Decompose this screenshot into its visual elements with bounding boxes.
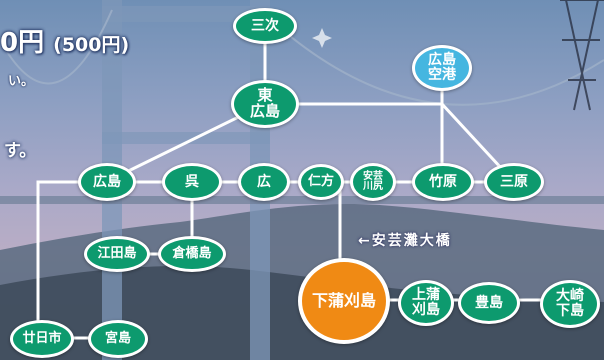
node-shimokamagari[interactable]: 下蒲刈島 <box>298 258 390 344</box>
node-kure[interactable]: 呉 <box>162 163 222 201</box>
node-hatsukaichi[interactable]: 廿日市 <box>10 320 74 358</box>
node-miyajima[interactable]: 宮島 <box>88 320 148 358</box>
node-mihara[interactable]: 三原 <box>484 163 544 201</box>
akinada-bridge-label: ←安芸灘大橋 <box>358 233 452 249</box>
node-etajima[interactable]: 江田島 <box>84 236 150 272</box>
node-nikata[interactable]: 仁方 <box>298 164 344 200</box>
node-hiro[interactable]: 広 <box>238 163 290 201</box>
caption-fragment-2: す。 <box>4 141 37 161</box>
node-osakishimojima[interactable]: 大崎 下島 <box>540 280 600 328</box>
node-kurahashijima[interactable]: 倉橋島 <box>158 236 226 272</box>
node-hiroshima[interactable]: 広島 <box>78 163 136 201</box>
node-akikawajiri[interactable]: 安芸 川尻 <box>350 163 396 201</box>
node-kamikamagari[interactable]: 上蒲 刈島 <box>398 280 454 326</box>
line-hatsukaichi <box>36 180 120 340</box>
node-miyoshi[interactable]: 三次 <box>233 8 297 44</box>
node-takehara[interactable]: 竹原 <box>412 163 474 201</box>
caption-fragment-1: い。 <box>8 74 35 89</box>
node-toyoshima[interactable]: 豊島 <box>458 282 520 324</box>
node-hiroshima-airport[interactable]: 広島 空港 <box>412 45 472 91</box>
fare-text: 0円 (500円) <box>0 28 130 58</box>
node-higashihiroshima[interactable]: 東 広島 <box>231 80 299 128</box>
